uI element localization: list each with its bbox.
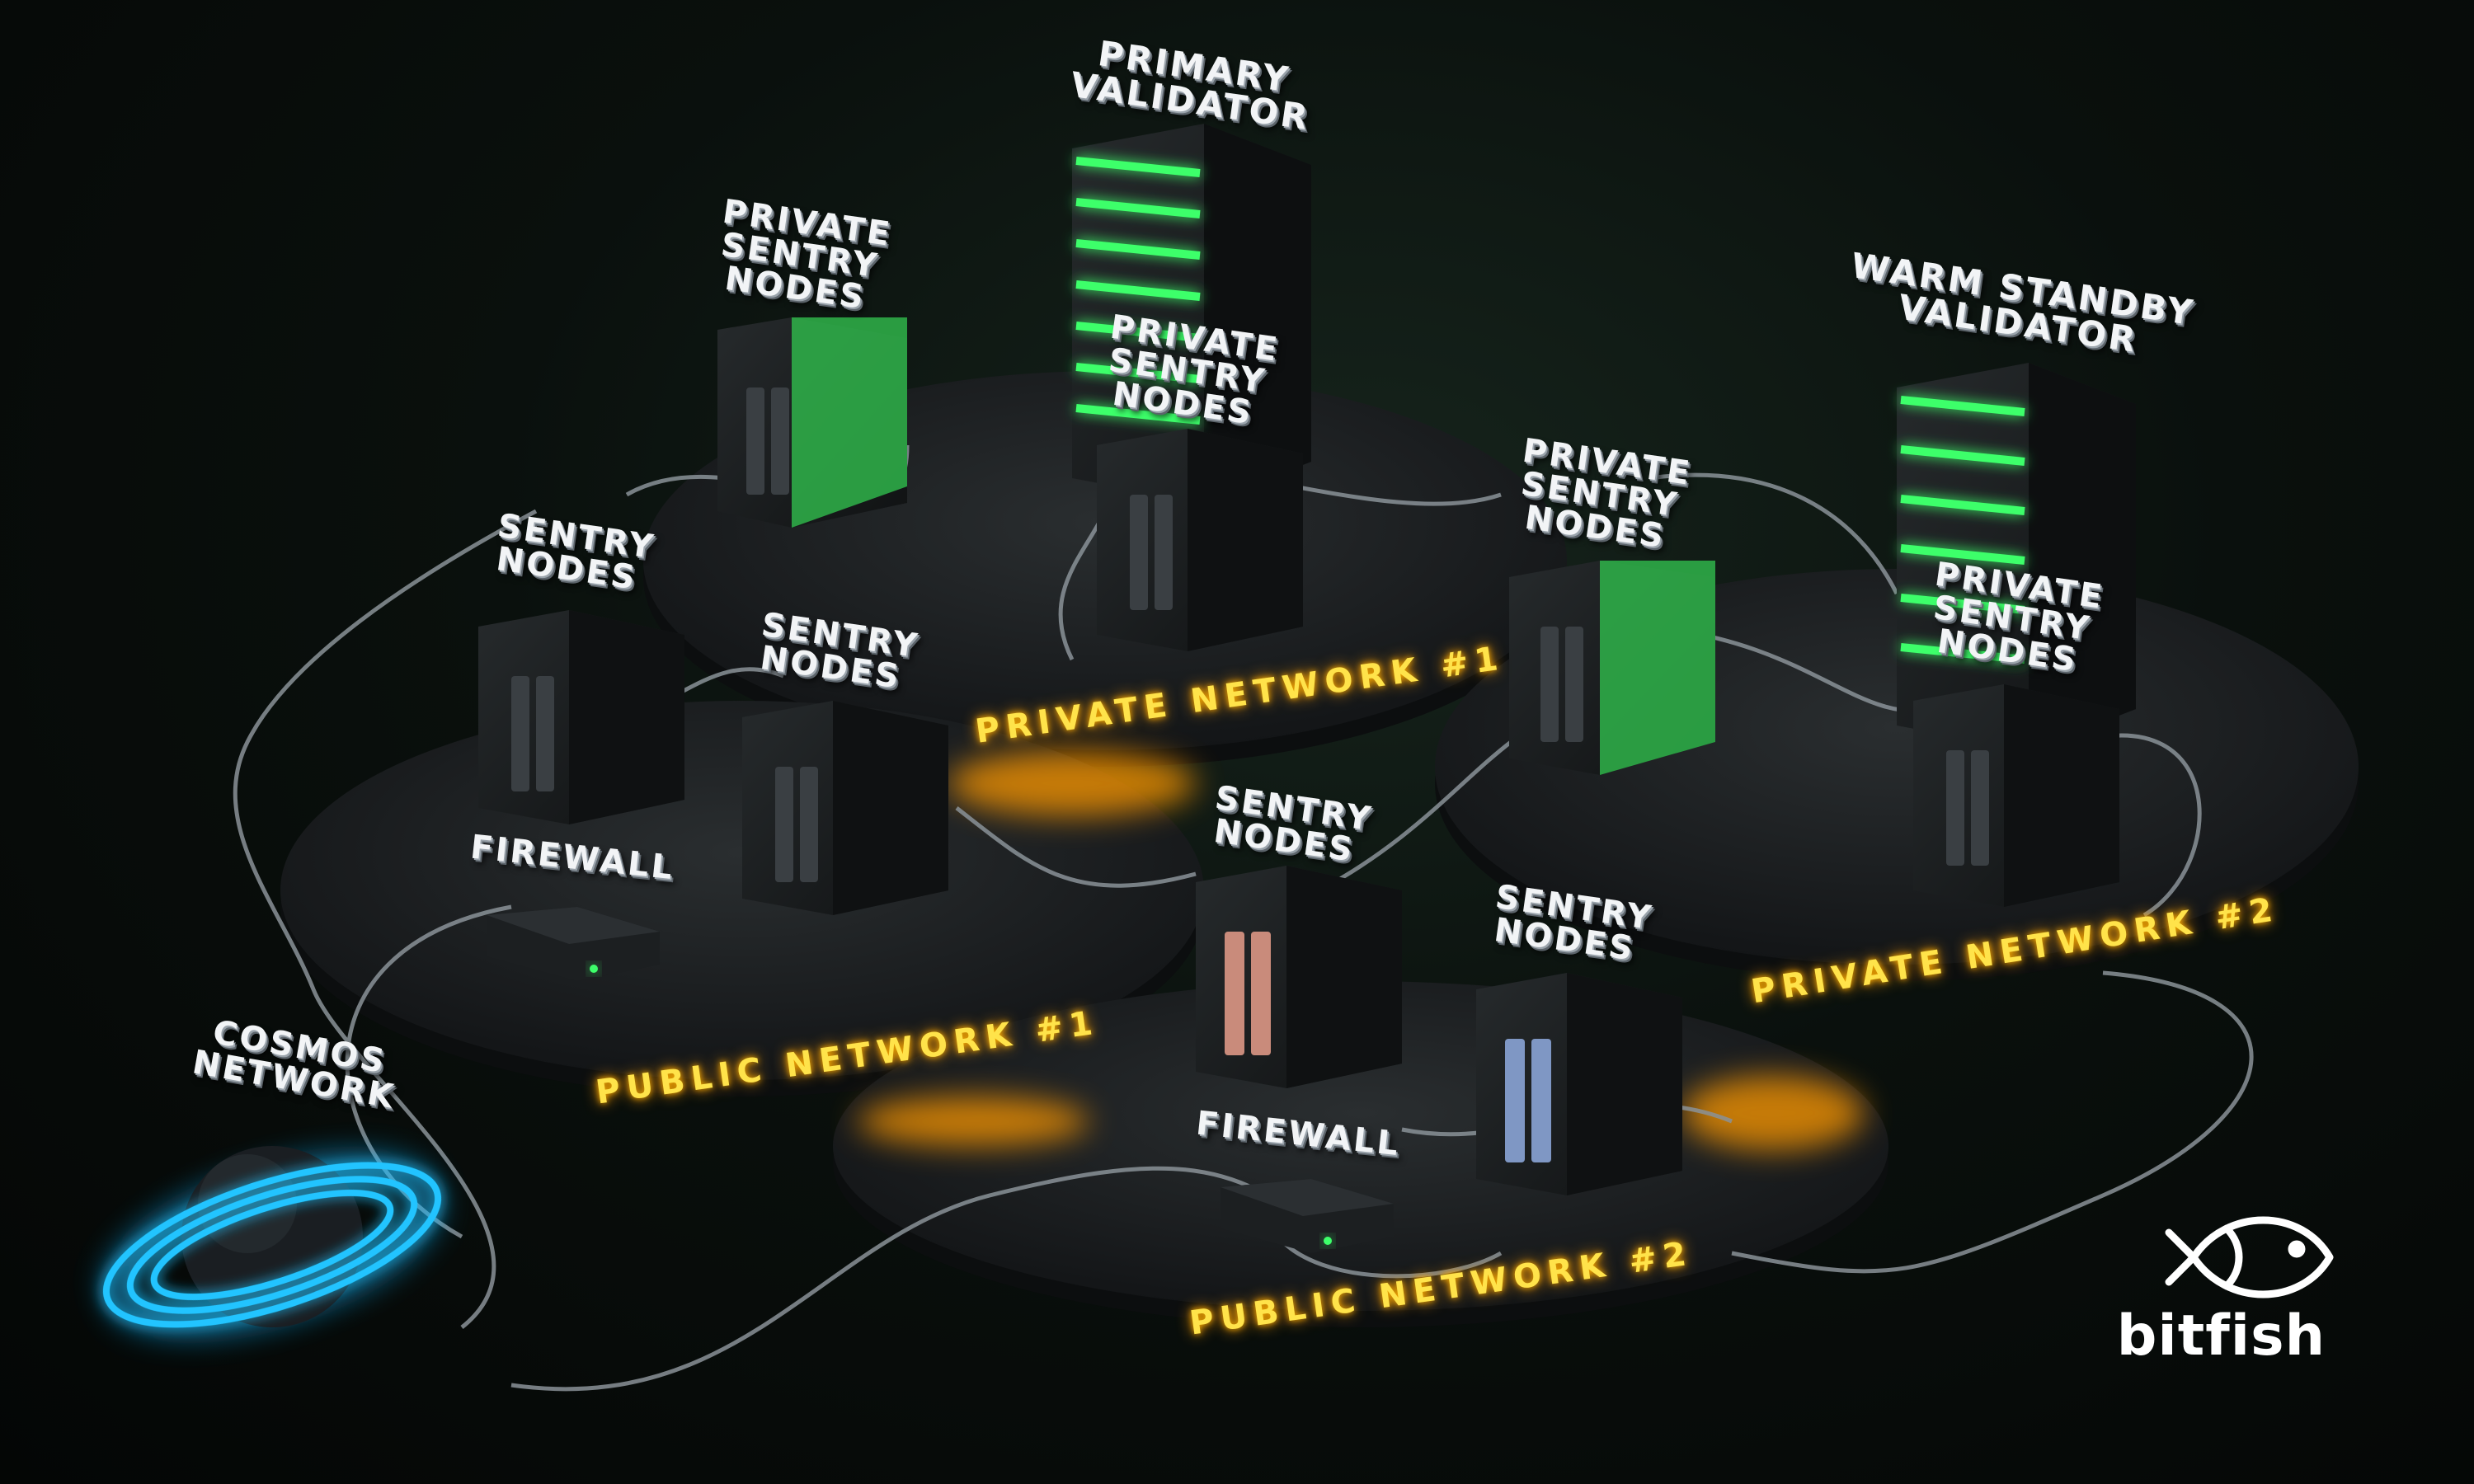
- server-sentry-c: [1196, 866, 1402, 1088]
- firewall-device-1: [487, 907, 660, 981]
- label-private-sentry-nodes-d: PRIVATE SENTRY NODES: [1931, 555, 2107, 680]
- server-sentry-a: [478, 610, 684, 824]
- server-private-sentry-a: [717, 317, 907, 528]
- brand-logo: bitfish: [2117, 1303, 2326, 1369]
- primary-validator-tower: [1072, 124, 1311, 503]
- fish-icon: [2165, 1216, 2334, 1298]
- server-private-sentry-c: [1509, 561, 1715, 775]
- brand-name: bitfish: [2116, 1303, 2326, 1369]
- server-private-sentry-d: [1913, 684, 2119, 907]
- server-sentry-d: [1476, 973, 1682, 1195]
- label-private-sentry-nodes-b: PRIVATE SENTRY NODES: [1106, 308, 1282, 433]
- server-sentry-b: [742, 701, 948, 915]
- label-private-sentry-nodes-c: PRIVATE SENTRY NODES: [1518, 431, 1695, 556]
- label-private-sentry-nodes-a: PRIVATE SENTRY NODES: [718, 192, 895, 317]
- server-private-sentry-b: [1097, 429, 1303, 651]
- warm-standby-validator-tower: [1897, 363, 2136, 750]
- firewall-device-2: [1221, 1179, 1394, 1253]
- cosmos-planet: [102, 1146, 442, 1336]
- amber-reflections: [858, 750, 1864, 1150]
